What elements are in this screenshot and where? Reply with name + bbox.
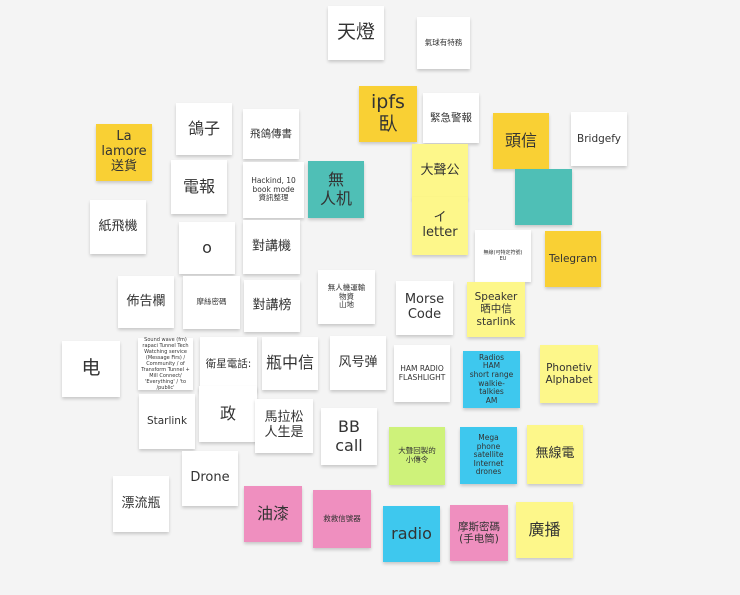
note-la-lamore[interactable]: La lamore 送貨 [96,124,152,181]
note-radio[interactable]: radio [383,506,440,562]
note-text: Drone [190,470,230,486]
note-loudspeaker-car[interactable]: 大聲回製的 小傳令 [389,427,445,485]
note-pigeon[interactable]: 鴿子 [176,103,232,155]
note-text: o [202,237,212,257]
note-broadcast[interactable]: 廣播 [516,502,573,558]
note-emergency-bell[interactable]: 緊急警報 [423,93,479,143]
note-o[interactable]: o [179,222,235,274]
note-text: 頭信 [504,130,537,150]
note-wireless-radio[interactable]: 無線電 [527,425,583,484]
note-text: 飛鴿傳書 [250,127,292,140]
note-text: BB call [335,417,363,455]
note-teal-blank[interactable] [515,169,572,225]
note-text: 大聲公 [420,163,460,179]
note-text: 鴿子 [187,118,220,138]
note-dasheng[interactable]: 大聲公 [412,144,468,199]
note-letter[interactable]: イ letter [412,197,468,255]
note-paper-plane[interactable]: 紙飛機 [90,200,146,254]
note-dian[interactable]: 电 [62,341,120,397]
note-morse-flashlight[interactable]: 摩斯密碼 (手电筒) [450,505,508,561]
note-text: 馬拉松 人生是 [264,410,304,440]
note-distress-device[interactable]: 救救信號器 [313,490,371,548]
note-text: 漂流瓶 [121,495,161,511]
note-text: ipfs 臥 [371,91,405,135]
note-drone[interactable]: Drone [182,451,238,506]
note-morse-cipher[interactable]: 摩絲密碼 [183,276,240,329]
note-text: イ letter [422,210,458,240]
note-telegraph[interactable]: 電報 [171,160,227,214]
note-radios[interactable]: Radios HAM short range walkie-talkies AM [463,351,520,408]
note-satellite-phone[interactable]: 衛星電話: [200,337,257,392]
note-text: 對講機 [251,238,291,254]
note-phonetiv[interactable]: Phonetiv Alphabet [540,345,598,403]
note-text: HAM RADIO FLASHLIGHT [398,363,446,382]
note-text: 政 [219,403,236,423]
note-text: 摩斯密碼 (手电筒) [458,520,500,545]
note-tiandeng[interactable]: 天燈 [328,6,384,60]
note-bulletin[interactable]: 佈告欄 [118,276,174,328]
note-text: 對講榜 [252,297,292,313]
note-speaker[interactable]: Speaker 晒中信 starlink [467,282,525,337]
note-text: 無人機運輸 物資 山地 [327,283,366,310]
note-text: 廣播 [528,519,561,539]
note-text: 风号弹 [338,354,378,370]
note-zheng[interactable]: 政 [199,386,257,442]
note-flying-pigeon[interactable]: 飛鴿傳書 [243,109,299,159]
note-wireless-wifi[interactable]: 無線(可特定符號) EU [475,230,531,282]
note-starlink[interactable]: Starlink [139,394,195,449]
note-text: 衛星電話: [205,358,252,371]
note-paint[interactable]: 油漆 [244,486,302,542]
note-text: 电 [81,357,101,380]
note-text: La lamore 送貨 [101,129,147,174]
note-text: 佈告欄 [126,293,166,309]
note-mega-phone[interactable]: Mega phone satellite Internet drones [460,427,517,484]
note-toutou[interactable]: 頭信 [493,113,549,169]
note-qimiao[interactable]: 氣球有特務 [417,17,470,69]
note-text: Telegram [548,252,598,265]
note-bb-call[interactable]: BB call [321,408,377,465]
note-text: Mega phone satellite Internet drones [473,432,504,477]
note-drone-delivery[interactable]: 無人機運輸 物資 山地 [318,270,375,324]
note-text: 大聲回製的 小傳令 [398,446,436,464]
note-telegram[interactable]: Telegram [545,231,601,287]
note-text: 瓶中信 [265,353,314,373]
note-text: Starlink [146,415,188,428]
note-text: 天燈 [336,21,375,44]
note-walkie-board[interactable]: 對講榜 [244,280,300,332]
note-text: 無 人机 [319,170,352,208]
note-text: 無線(可特定符號) EU [483,250,523,262]
note-text: 油漆 [256,503,289,523]
note-text: 無線電 [535,446,575,462]
note-text: Speaker 晒中信 starlink [474,291,518,328]
note-text: Radios HAM short range walkie-talkies AM [469,352,514,405]
note-bridgefy[interactable]: Bridgefy [571,112,627,166]
note-text: 紙飛機 [98,218,138,234]
note-text: 氣球有特務 [424,37,463,47]
note-text: 緊急警報 [430,111,472,124]
note-tiny-text[interactable]: Sound wave (fm) rapaci Tunnel Tech Watch… [138,337,193,391]
note-marathon[interactable]: 馬拉松 人生是 [255,399,313,453]
note-text: radio [391,523,432,543]
note-text: Phonetiv Alphabet [545,361,593,386]
note-feng-hao-dan[interactable]: 风号弹 [330,336,386,390]
note-text: Hackind, 10 book mode 資訊整理 [251,176,296,203]
note-ham-radio[interactable]: HAM RADIO FLASHLIGHT [394,345,450,402]
note-text: Bridgefy [577,132,621,145]
note-text: 電報 [182,176,215,196]
note-hackind[interactable]: Hackind, 10 book mode 資訊整理 [243,162,304,218]
note-walkie-talkie[interactable]: 對講機 [243,220,300,274]
note-wurenji[interactable]: 無 人机 [308,161,364,218]
note-text: 摩絲密碼 [196,297,227,307]
note-drift-bottle[interactable]: 漂流瓶 [113,476,169,532]
note-bottle-letter[interactable]: 瓶中信 [262,337,318,390]
note-ipfs[interactable]: ipfs 臥 [359,86,417,142]
note-text: 救救信號器 [323,513,361,523]
note-morse-code[interactable]: Morse Code [396,281,453,335]
note-text: Sound wave (fm) rapaci Tunnel Tech Watch… [141,337,190,391]
note-text: Morse Code [404,292,445,322]
